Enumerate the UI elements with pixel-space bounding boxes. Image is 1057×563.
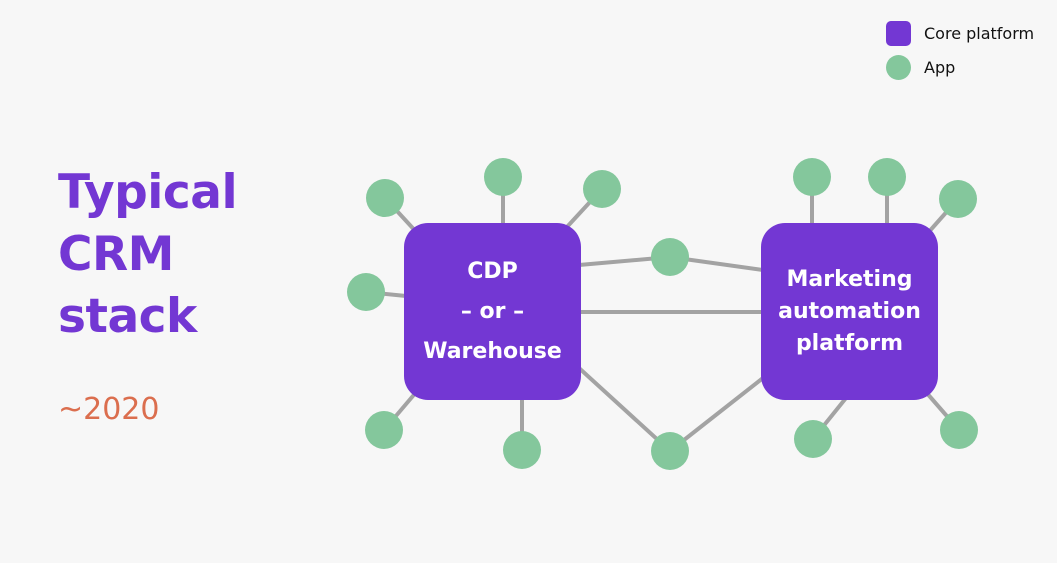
node-label-line: Marketing [786,266,913,292]
app-node [794,420,832,458]
legend-core-label: Core platform [924,23,1035,43]
app-node [366,179,404,217]
page-title: Typical CRM stack [58,162,318,348]
app-swatch [886,54,911,80]
legend-item-core: Core platform [886,16,1034,50]
app-nodes [347,158,978,470]
app-node [651,238,689,276]
core-platform-swatch [886,20,911,46]
app-node [939,180,977,218]
app-node [940,411,978,449]
cdp-warehouse-node: CDP – or – Warehouse [404,223,581,400]
app-node [365,411,403,449]
node-label-line: – or – [460,298,525,324]
title-line: CRM [58,227,174,282]
title-line: Typical [58,165,238,220]
app-node [651,432,689,470]
legend: Core platform App [886,16,1034,84]
node-label-line: CDP [467,258,518,284]
app-node [868,158,906,196]
legend-app-label: App [924,57,956,77]
app-node [503,431,541,469]
edge [577,366,672,453]
legend-item-app: App [886,50,1034,84]
app-node [583,170,621,208]
node-label-line: automation [778,298,921,324]
edge [668,376,765,453]
node-label-line: platform [795,330,904,356]
title-line: stack [58,289,197,344]
subtitle-year: ~2020 [58,392,160,427]
app-node [484,158,522,196]
app-node [347,273,385,311]
app-node [793,158,831,196]
node-label-line: Warehouse [423,338,562,364]
marketing-automation-node: Marketing automation platform [761,223,938,400]
